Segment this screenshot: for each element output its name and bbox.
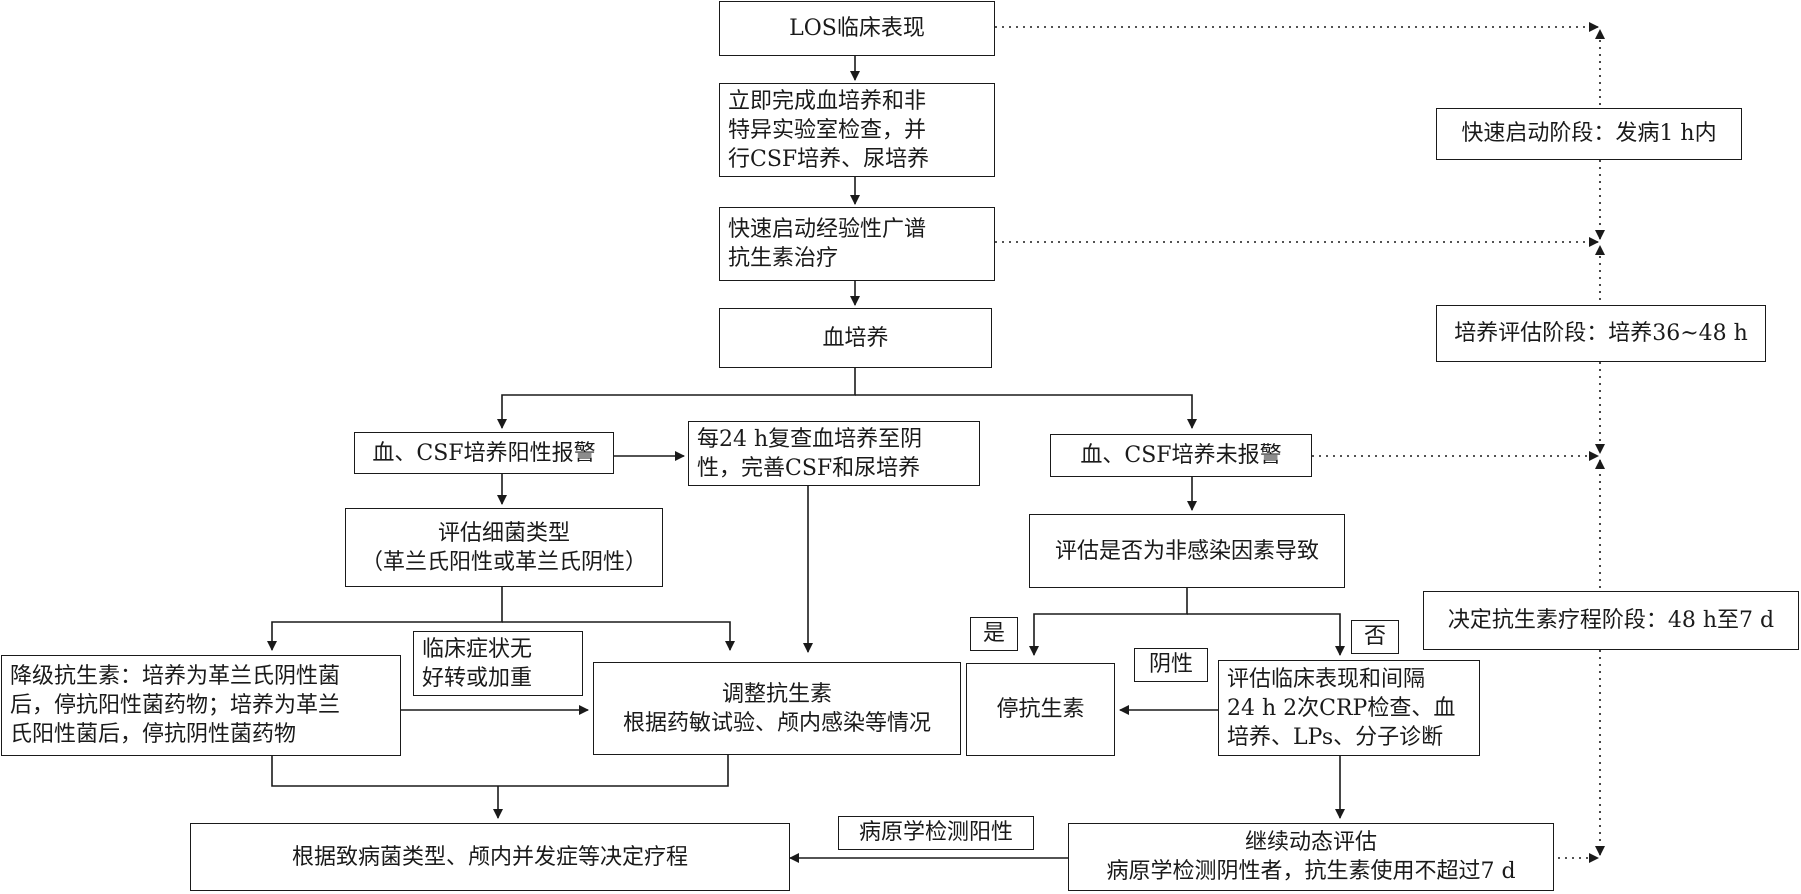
recheck-line-2: 性，完善CSF和尿培养 [697,455,921,481]
evaluate-line-1: 评估临床表现和间隔 [1227,666,1426,692]
no-improvement-line-1: 临床症状无 [422,636,533,662]
no-alarm-text: 血、CSF培养未报警 [1080,443,1282,468]
positive-alarm-text: 血、CSF培养阳性报警 [372,440,596,466]
immediate-tests-text: 立即完成血培养和非 特异实验室检查，并 行CSF培养、尿培养 [728,87,929,174]
decide-course-node: 根据致病菌类型、颅内并发症等决定疗程 [190,823,790,891]
pathogen-positive-label: 病原学检测阳性 [838,816,1034,850]
assess-bacteria-line-2: （革兰氏阳性或革兰氏阴性） [360,549,647,575]
immediate-line-3: 行CSF培养、尿培养 [728,146,930,172]
rapid-start-stage: 快速启动阶段：发病1 h内 [1436,108,1742,160]
stop-antibiotics-text: 停抗生素 [996,697,1085,722]
blood-culture-node: 血培养 [719,308,992,368]
deescalate-line-3: 氏阳性菌后，停抗阴性菌药物 [10,722,297,747]
assess-bacteria-node: 评估细菌类型 （革兰氏阳性或革兰氏阴性） [345,508,663,587]
evaluate-text: 评估临床表现和间隔 24 h 2次CRP检查、血 培养、LPs、分子诊断 [1227,665,1455,752]
empiric-line-1: 快速启动经验性广谱 [728,217,927,242]
evaluate-clinical-node: 评估临床表现和间隔 24 h 2次CRP检查、血 培养、LPs、分子诊断 [1218,660,1480,756]
blood-culture-text: 血培养 [822,325,889,351]
negative-label: 阴性 [1134,648,1208,682]
assess-noninfectious-node: 评估是否为非感染因素导致 [1029,514,1345,588]
assess-bacteria-line-1: 评估细菌类型 [437,520,570,546]
no-alarm-node: 血、CSF培养未报警 [1050,434,1312,477]
adjust-line-1: 调整抗生素 [721,681,832,707]
evaluate-line-3: 培养、LPs、分子诊断 [1227,724,1444,750]
immediate-line-2: 特异实验室检查，并 [728,117,927,143]
no-improvement-text: 临床症状无 好转或加重 [422,635,532,693]
immediate-line-1: 立即完成血培养和非 [728,88,927,114]
continue-evaluation-node: 继续动态评估 病原学检测阴性者，抗生素使用不超过7 d [1068,823,1554,891]
continue-text: 继续动态评估 病原学检测阴性者，抗生素使用不超过7 d [1106,828,1515,886]
adjust-text: 调整抗生素 根据药敏试验、颅内感染等情况 [623,680,931,738]
culture-evaluation-stage: 培养评估阶段：培养36~48 h [1436,305,1766,362]
recheck-text: 每24 h复查血培养至阴 性，完善CSF和尿培养 [697,425,922,483]
yes-label: 是 [970,617,1018,651]
empiric-text: 快速启动经验性广谱 抗生素治疗 [728,215,926,273]
deescalate-line-2: 后，停抗阳性菌药物；培养为革兰 [10,693,341,718]
recheck-culture-node: 每24 h复查血培养至阴 性，完善CSF和尿培养 [688,421,980,486]
positive-alarm-node: 血、CSF培养阳性报警 [354,432,614,474]
no-improvement-node: 临床症状无 好转或加重 [413,631,583,696]
decide-course-text: 根据致病菌类型、颅内并发症等决定疗程 [291,844,688,870]
assess-noninfectious-text: 评估是否为非感染因素导致 [1054,538,1319,564]
assess-bacteria-text: 评估细菌类型 （革兰氏阳性或革兰氏阴性） [361,519,647,577]
no-label: 否 [1351,620,1399,654]
decide-course-stage: 决定抗生素疗程阶段：48 h至7 d [1423,591,1799,650]
no-improvement-line-2: 好转或加重 [422,665,533,691]
los-clinical-text: LOS临床表现 [789,16,925,41]
evaluate-line-2: 24 h 2次CRP检查、血 [1227,695,1456,721]
deescalate-antibiotics-node: 降级抗生素：培养为革兰氏阴性菌 后，停抗阳性菌药物；培养为革兰 氏阳性菌后，停抗… [1,655,401,756]
continue-line-2: 病原学检测阴性者，抗生素使用不超过7 d [1106,859,1516,884]
adjust-line-2: 根据药敏试验、颅内感染等情况 [622,710,931,736]
continue-line-1: 继续动态评估 [1244,830,1377,855]
immediate-tests-node: 立即完成血培养和非 特异实验室检查，并 行CSF培养、尿培养 [719,83,995,177]
empiric-antibiotics-node: 快速启动经验性广谱 抗生素治疗 [719,207,995,281]
adjust-antibiotics-node: 调整抗生素 根据药敏试验、颅内感染等情况 [593,662,961,755]
los-clinical-node: LOS临床表现 [719,1,995,56]
deescalate-line-1: 降级抗生素：培养为革兰氏阴性菌 [10,664,341,689]
stop-antibiotics-node: 停抗生素 [966,663,1115,756]
empiric-line-2: 抗生素治疗 [728,246,839,271]
recheck-line-1: 每24 h复查血培养至阴 [697,426,923,452]
deescalate-text: 降级抗生素：培养为革兰氏阴性菌 后，停抗阳性菌药物；培养为革兰 氏阳性菌后，停抗… [10,662,340,749]
